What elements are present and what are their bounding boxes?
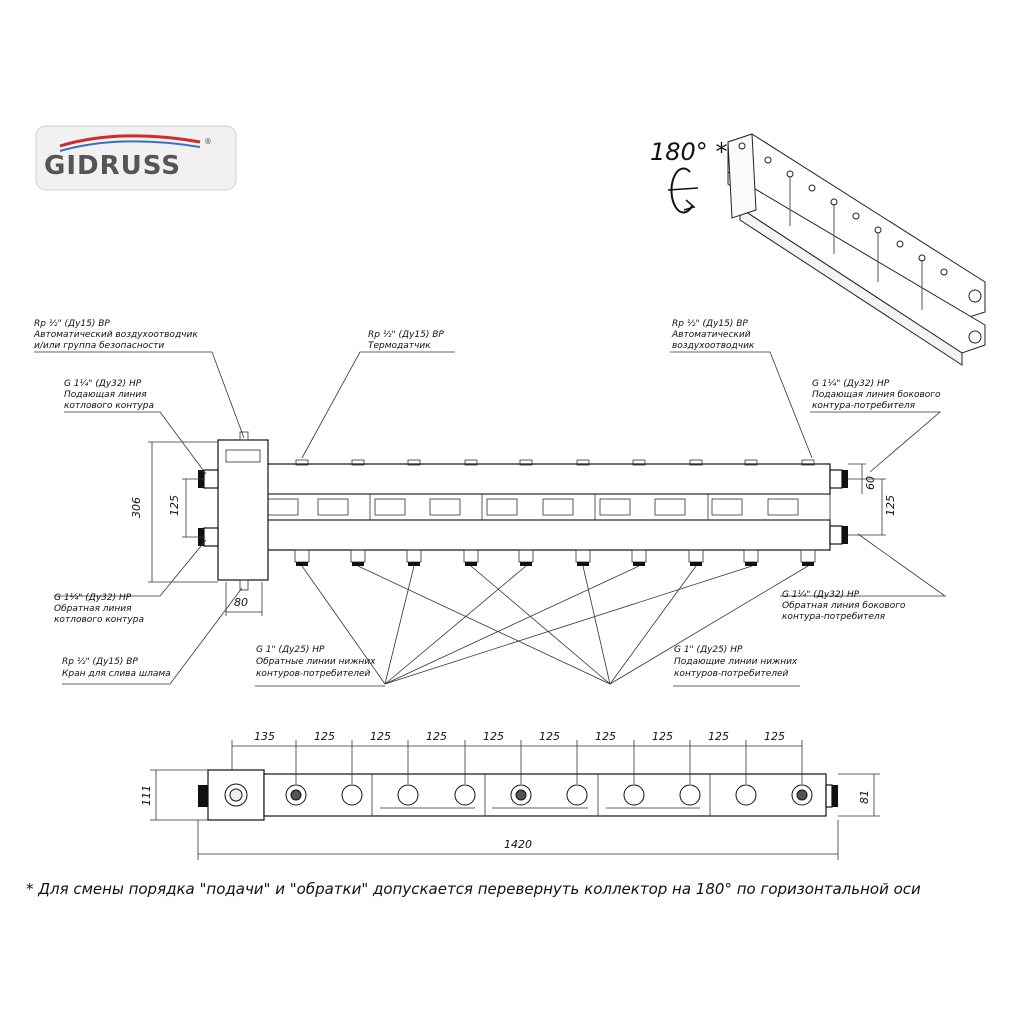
top-view-dimensions (150, 740, 880, 860)
boiler-supply-port (203, 469, 219, 489)
label-air-vent-left-group: и/или группа безопасности (34, 341, 164, 351)
label-drain-thread: Rp ½" (Ду15) ВР (62, 657, 138, 667)
upper-header-bar (261, 463, 831, 495)
logo-text: GIDRUSS (44, 151, 181, 181)
side-return-port (829, 525, 843, 545)
dim-pitch-10: 125 (764, 730, 785, 743)
dim-pitch-8: 125 (652, 730, 673, 743)
label-air-vent-right-thread: Rp ½" (Ду15) ВР (672, 319, 748, 329)
dim-pitch-9: 125 (708, 730, 729, 743)
isometric-collector-view (727, 133, 986, 366)
dim-111: 111 (140, 785, 153, 806)
dim-60: 60 (864, 476, 877, 490)
front-view (198, 431, 848, 591)
dim-306: 306 (130, 497, 143, 518)
dim-81: 81 (858, 790, 871, 804)
logo-registered-mark: ® (204, 137, 212, 146)
label-boiler-return-circuit: котлового контура (54, 615, 144, 625)
label-boiler-supply-line: Подающая линия (64, 390, 147, 400)
top-sockets (295, 459, 815, 466)
label-side-supply-line: Подающая линия бокового (812, 390, 941, 400)
side-supply-port (829, 469, 843, 489)
boiler-return-port (203, 527, 219, 547)
gidruss-logo: GIDRUSS ® (35, 125, 237, 191)
dim-1420: 1420 (504, 838, 532, 851)
label-air-vent-right-name: Автоматический (671, 330, 751, 340)
label-boiler-return-line: Обратная линия (54, 604, 132, 614)
front-dimension-texts: 306 125 80 125 60 (130, 476, 897, 609)
label-lower-return-line: Обратные линии нижних (256, 657, 376, 667)
hydraulic-separator (217, 439, 269, 581)
bottom-outlets (294, 549, 816, 563)
label-air-vent-left-name: Автоматический воздухоотводчик (33, 330, 198, 340)
label-lower-supply-circuit: контуров-потребителей (674, 669, 789, 679)
dim-125-left: 125 (168, 495, 181, 516)
leader-lines (34, 351, 947, 687)
label-sensor-name: Термодатчик (368, 341, 431, 351)
label-lower-supply-thread: G 1" (Ду25) НР (674, 645, 743, 655)
lower-header-bar (261, 519, 831, 551)
dim-125-right: 125 (884, 495, 897, 516)
annotation-labels: Rp ½" (Ду15) ВР Автоматический воздухоот… (33, 319, 941, 679)
label-lower-supply-line: Подающие линии нижних (674, 657, 798, 667)
label-side-return-circuit: контура-потребителя (782, 612, 886, 622)
label-boiler-supply-thread: G 1¼" (Ду32) НР (64, 379, 142, 389)
footnote: * Для смены порядка "подачи" и "обратки"… (26, 880, 921, 898)
dim-80: 80 (234, 596, 248, 609)
label-side-return-line: Обратная линия бокового (782, 601, 906, 611)
label-air-vent-right-type: воздухоотводчик (672, 341, 755, 351)
dim-pitch-7: 125 (595, 730, 616, 743)
label-boiler-return-thread: G 1¼" (Ду32) НР (54, 593, 132, 603)
dim-pitch-2: 125 (314, 730, 335, 743)
dim-pitch-6: 125 (539, 730, 560, 743)
bottom-outlet-threads (296, 562, 814, 566)
top-view-ports (224, 783, 813, 807)
inner-windows (267, 498, 799, 516)
label-side-supply-circuit: контура-потребителя (812, 401, 916, 411)
top-view (198, 769, 838, 821)
label-side-return-thread: G 1¼" (Ду32) НР (782, 590, 860, 600)
dim-pitch-1: 135 (254, 730, 275, 743)
dim-pitch-3: 125 (370, 730, 391, 743)
front-dimensions (148, 441, 886, 616)
dim-pitch-4: 125 (426, 730, 447, 743)
label-lower-return-thread: G 1" (Ду25) НР (256, 645, 325, 655)
label-drain-name: Кран для слива шлама (62, 669, 171, 679)
rotation-label: 180° * (650, 138, 727, 166)
label-sensor-thread: Rp ½" (Ду15) ВР (368, 330, 444, 340)
label-side-supply-thread: G 1¼" (Ду32) НР (812, 379, 890, 389)
label-lower-return-circuit: контуров-потребителей (256, 669, 371, 679)
top-view-dimension-texts: 135 125 125 125 125 125 125 125 125 125 … (140, 730, 871, 851)
label-boiler-supply-circuit: котлового контура (64, 401, 154, 411)
dim-pitch-5: 125 (483, 730, 504, 743)
label-air-vent-left-thread: Rp ½" (Ду15) ВР (34, 319, 110, 329)
rotation-symbol: 180° * (650, 138, 727, 214)
